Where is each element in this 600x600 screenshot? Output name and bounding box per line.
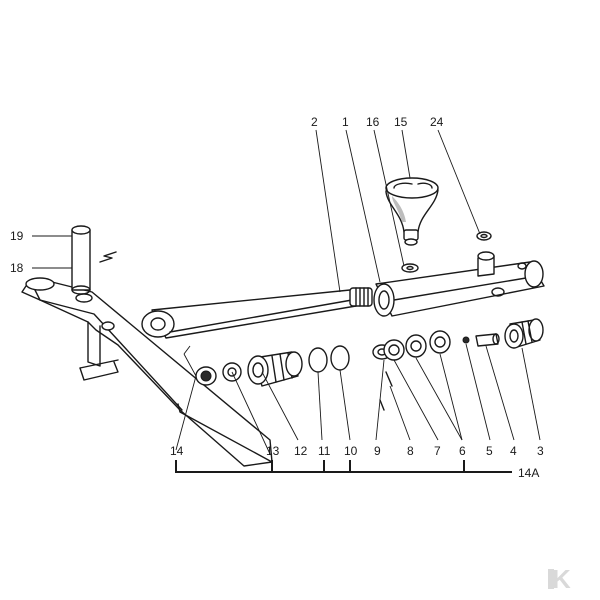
oil-reservoir-15 [385,177,439,246]
gland-nut-12 [247,351,303,387]
callout-7: 7 [434,444,441,458]
callout-8: 8 [407,444,414,458]
watermark-letter: K [552,564,571,594]
piston-rod-2 [141,287,373,339]
callout-12: 12 [294,444,308,458]
callout-6: 6 [459,444,466,458]
callout-11: 11 [318,444,331,458]
callout-16: 16 [366,115,380,129]
pin-19 [71,225,91,295]
bushing-7 [383,339,405,361]
bushing-6 [405,334,427,358]
callout-15: 15 [394,115,408,129]
valve-4 [475,333,500,347]
callout-10: 10 [344,444,358,458]
callout-2: 2 [311,115,318,129]
callout-18: 18 [10,261,24,275]
callout-14a: 14A [518,466,539,480]
cylinder-body-1 [373,251,545,317]
leader-lines [32,129,541,455]
seal-16 [401,263,419,273]
pin-8 [379,371,393,411]
callout-1: 1 [342,115,349,129]
clip-18 [99,251,117,263]
callout-3: 3 [537,444,544,458]
callout-9: 9 [374,444,381,458]
callout-4: 4 [510,444,517,458]
callout-14: 14 [170,444,184,458]
lift-arm [21,277,273,467]
ball-5 [462,336,470,344]
callout-labels: 2 1 16 15 24 19 18 14 13 12 11 10 9 8 7 … [10,115,544,480]
o-ring-11 [308,347,328,373]
callout-19: 19 [10,229,24,243]
bushing-6b [429,330,451,354]
washer-14 [195,366,217,386]
callout-5: 5 [486,444,493,458]
callout-13: 13 [266,444,280,458]
o-ring-10 [330,345,350,371]
callout-24: 24 [430,115,444,129]
end-plug-3 [504,318,544,349]
brand-logo: K [548,564,571,594]
fitting-24 [476,231,492,241]
assembly-bracket-14a [175,460,512,473]
